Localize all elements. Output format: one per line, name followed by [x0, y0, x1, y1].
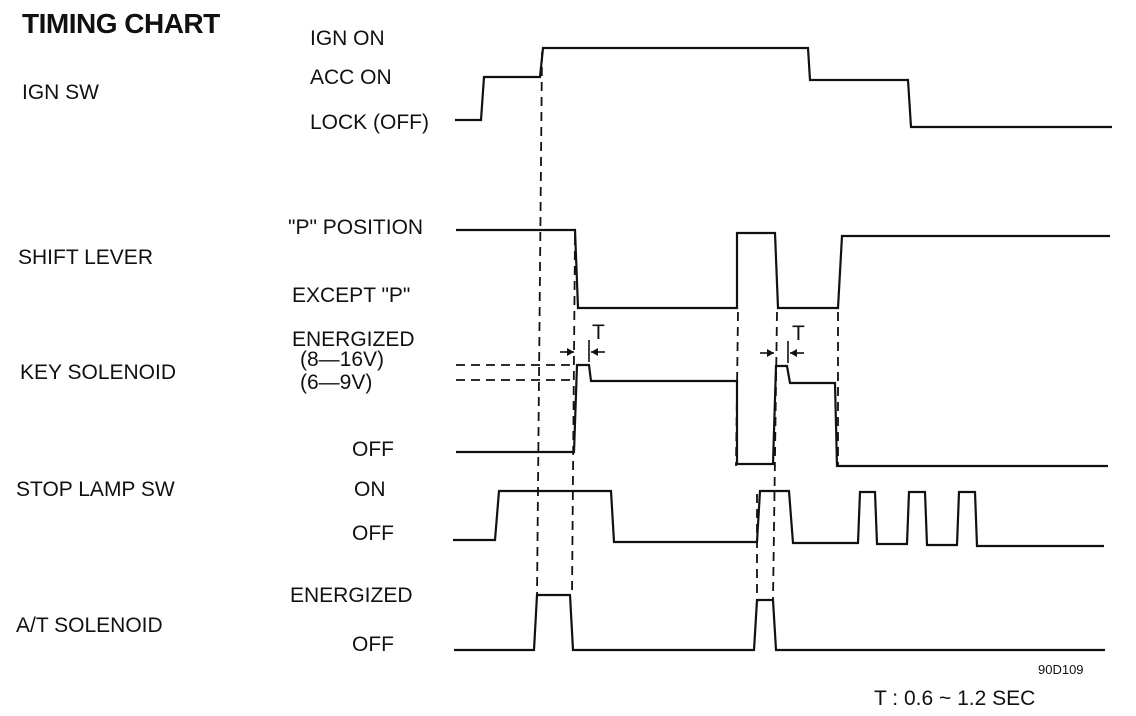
- shift-back-timing-dashed-line: [772, 311, 778, 601]
- shift-lever-waveform: [456, 228, 1110, 310]
- stop-lamp-sw-label: STOP LAMP SW: [16, 478, 175, 501]
- ign-sw-waveform: [455, 46, 1112, 129]
- lock-off-level-label: LOCK (OFF): [310, 111, 429, 134]
- acc-on-level-label: ACC ON: [310, 66, 392, 89]
- stop-on-level-label: ON: [354, 478, 386, 501]
- key-solenoid-waveform: [456, 363, 1108, 468]
- except-p-level-label: EXCEPT "P": [292, 284, 410, 307]
- p-position-level-label: "P" POSITION: [288, 216, 423, 239]
- t-interval-marker-first: T: [560, 321, 605, 362]
- t-label-second: T: [792, 322, 805, 345]
- at-solenoid-label: A/T SOLENOID: [16, 614, 163, 637]
- key-solenoid-label: KEY SOLENOID: [20, 361, 176, 384]
- stop-lamp-sw-waveform: [453, 489, 1104, 548]
- t-interval-marker-second: T: [760, 322, 805, 363]
- at-solenoid-waveform: [454, 593, 1105, 652]
- shift-out-of-p-timing-dashed-line: [571, 235, 576, 597]
- at-off-level-label: OFF: [352, 633, 394, 656]
- key-off-level-label: OFF: [352, 438, 394, 461]
- key-energized-level-label: ENERGIZED: [292, 328, 415, 351]
- at-energized-level-label: ENERGIZED: [290, 584, 413, 607]
- shift-second-move-timing-dashed-line: [735, 311, 739, 467]
- ign-on-level-label: IGN ON: [310, 27, 385, 50]
- stop-off-level-label: OFF: [352, 522, 394, 545]
- ign-on-timing-dashed-line: [536, 51, 543, 597]
- shift-lever-label: SHIFT LEVER: [18, 246, 153, 269]
- ign-sw-label: IGN SW: [22, 81, 99, 104]
- chart-title: TIMING CHART: [22, 8, 220, 39]
- figure-code: 90D109: [1038, 662, 1084, 677]
- key-6-9v-level-label: (6—9V): [300, 371, 372, 394]
- key-8-16v-level-label: (8—16V): [300, 348, 384, 371]
- t-duration-note: T : 0.6 ~ 1.2 SEC: [874, 687, 1035, 710]
- t-label-first: T: [592, 321, 605, 344]
